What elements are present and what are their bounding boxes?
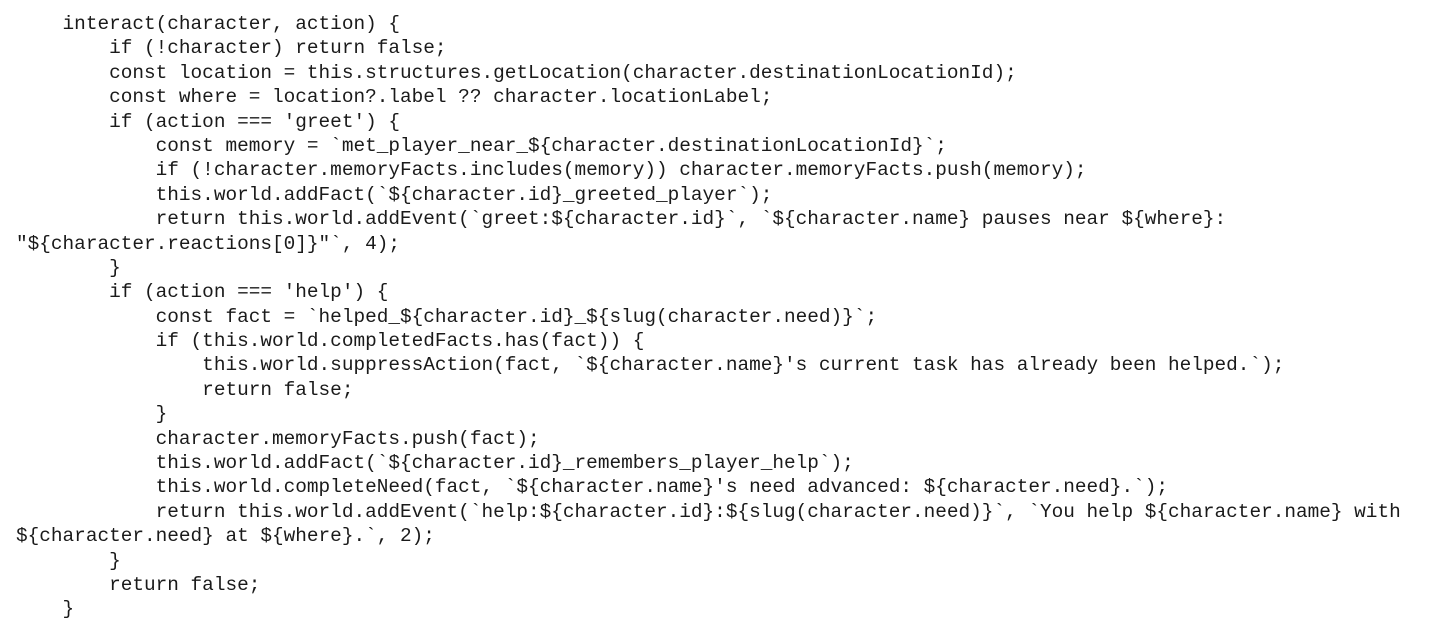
- code-line: if (!character) return false;: [16, 37, 447, 60]
- code-line: if (this.world.completedFacts.has(fact))…: [16, 330, 645, 353]
- code-line: return this.world.addEvent(`greet:${char…: [16, 208, 1227, 231]
- code-line: }: [16, 403, 168, 426]
- code-line: this.world.suppressAction(fact, `${chara…: [16, 354, 1285, 377]
- code-line: if (action === 'help') {: [16, 281, 389, 304]
- code-line: if (action === 'greet') {: [16, 110, 400, 133]
- code-line: if (!character.memoryFacts.includes(memo…: [16, 159, 1087, 182]
- code-line: this.world.addFact(`${character.id}_gree…: [16, 183, 773, 206]
- code-line: character.memoryFacts.push(fact);: [16, 427, 540, 450]
- code-line: const memory = `met_player_near_${charac…: [16, 134, 947, 157]
- code-line: const location = this.structures.getLoca…: [16, 61, 1017, 84]
- code-line: this.world.completeNeed(fact, `${charact…: [16, 476, 1168, 499]
- code-line: const where = location?.label ?? charact…: [16, 86, 773, 109]
- code-line: return false;: [16, 573, 261, 596]
- code-line: ${character.need} at ${where}.`, 2);: [16, 525, 435, 548]
- code-line: "${character.reactions[0]}"`, 4);: [16, 232, 400, 255]
- code-line: this.world.addFact(`${character.id}_reme…: [16, 452, 854, 475]
- code-line: }: [16, 256, 121, 279]
- code-line: return false;: [16, 378, 354, 401]
- code-line: }: [16, 549, 121, 572]
- code-line: const fact = `helped_${character.id}_${s…: [16, 305, 878, 328]
- code-line: }: [16, 598, 75, 621]
- code-line: return this.world.addEvent(`help:${chara…: [16, 500, 1401, 523]
- code-line: interact(character, action) {: [16, 13, 400, 35]
